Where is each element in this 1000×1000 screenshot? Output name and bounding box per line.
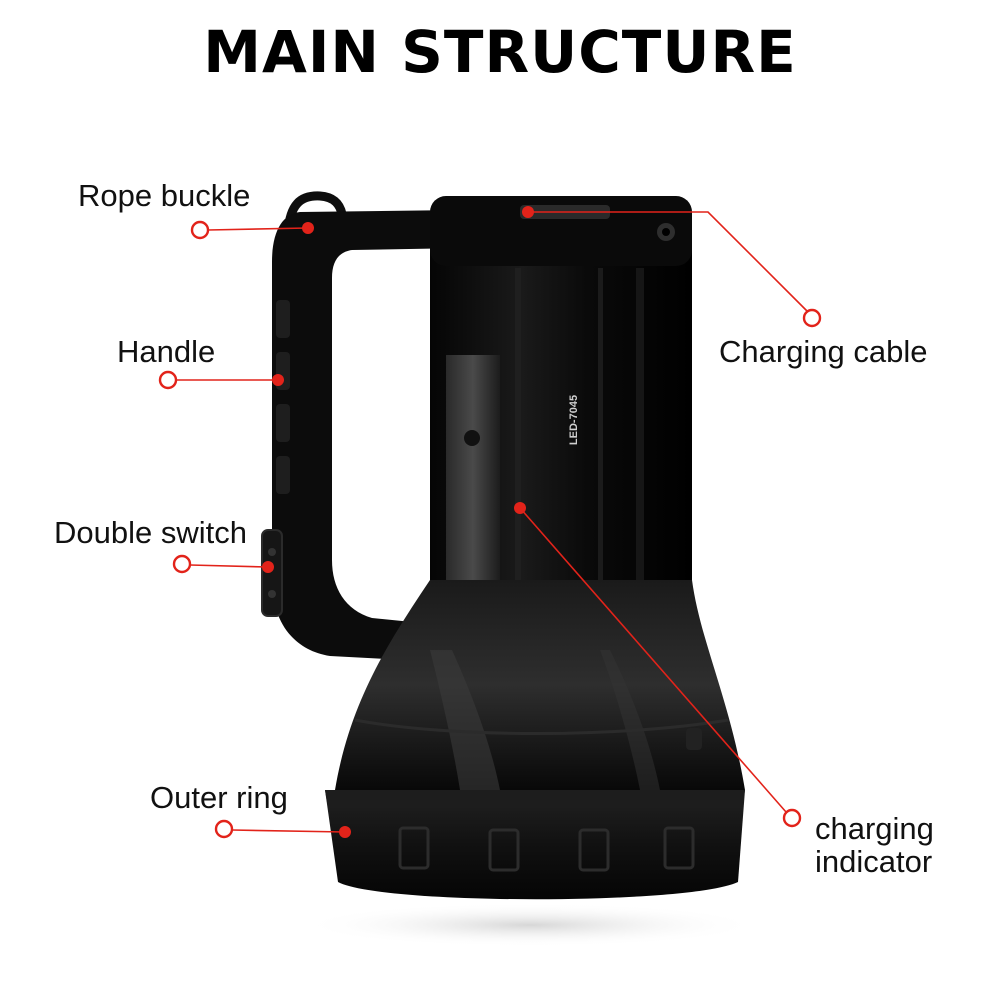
page-title: MAIN STRUCTURE	[203, 18, 797, 86]
label-charging-indicator-line2: indicator	[815, 844, 933, 879]
label-double-switch: Double switch	[54, 515, 247, 550]
floor-shadow	[300, 903, 760, 947]
label-ring-double-switch	[172, 554, 192, 574]
callout-rings	[158, 220, 822, 839]
body-ridge	[636, 268, 644, 648]
label-outer-ring: Outer ring	[150, 780, 288, 815]
switch-button	[268, 590, 276, 598]
callout-dots	[262, 206, 534, 838]
flare-side-button	[686, 728, 702, 750]
double-switch-block	[261, 529, 283, 617]
label-rope-buckle: Rope buckle	[78, 178, 251, 213]
label-ring-outer-ring	[214, 819, 234, 839]
label-charging-cable: Charging cable	[719, 334, 928, 369]
ring-notch	[663, 826, 695, 870]
rope-buckle-loop	[283, 191, 347, 237]
outer-ring-shape	[325, 790, 745, 900]
leader-double-switch	[189, 564, 269, 568]
flare-highlight	[600, 650, 660, 790]
label-handle: Handle	[117, 334, 216, 369]
leader-outer-ring	[231, 829, 346, 833]
panel-screw	[464, 430, 480, 446]
front-panel	[446, 355, 500, 650]
ring-notch	[578, 828, 610, 872]
handle-grip-ridge	[276, 456, 290, 494]
handle-grip-ridge	[276, 404, 290, 442]
label-ring-rope-buckle	[190, 220, 210, 240]
body-ridge	[515, 268, 521, 648]
label-ring-charging-cable	[802, 308, 822, 328]
callout-leaders	[176, 211, 809, 833]
anchor-dot-rope-buckle	[302, 222, 314, 234]
leader-charging-indicator	[519, 507, 787, 813]
label-charging-indicator: charging indicator	[815, 812, 934, 878]
label-charging-indicator-line1: charging	[815, 811, 934, 846]
leader-rope-buckle	[207, 227, 309, 231]
anchor-dot-outer-ring	[339, 826, 351, 838]
lamp-head-flare	[335, 580, 745, 790]
switch-button	[268, 548, 276, 556]
flare-highlight	[430, 650, 500, 790]
label-ring-handle	[158, 370, 178, 390]
ring-notch	[398, 826, 430, 870]
model-text: LED-7045	[568, 395, 580, 445]
lamp-top-cap	[430, 196, 692, 266]
anchor-dot-handle	[272, 374, 284, 386]
outer-ring-rim	[325, 790, 745, 808]
cable-port-inner	[662, 228, 670, 236]
handle-grip-ridge	[276, 300, 290, 338]
anchor-dot-double-switch	[262, 561, 274, 573]
label-ring-charging-indicator	[782, 808, 802, 828]
anchor-dot-charging-cable	[522, 206, 534, 218]
ring-notch	[488, 828, 520, 872]
body-ridge	[598, 268, 603, 648]
leader-charging-cable	[528, 211, 809, 313]
anchor-dot-charging-indicator	[514, 502, 526, 514]
flare-band	[354, 718, 729, 735]
handle-shape	[272, 210, 465, 660]
